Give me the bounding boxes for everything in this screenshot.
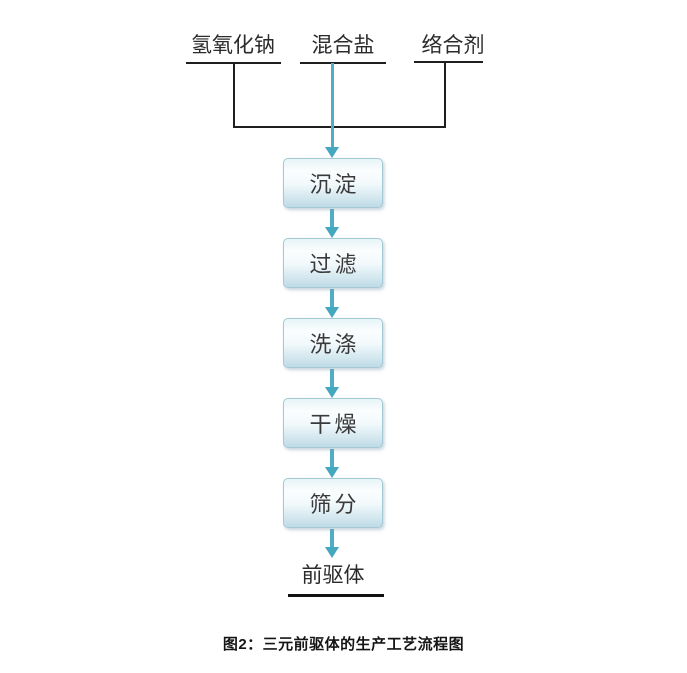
input-underline-right [414,61,483,63]
connector-line-horizontal [233,126,446,128]
flow-arrow-stem [330,289,334,308]
connector-line-left-vertical [233,62,235,128]
flow-arrow-stem [330,209,334,228]
input-label-complexing-agent: 络合剂 [421,34,485,57]
output-label-precursor: 前驱体 [301,564,365,587]
flow-arrow-head-icon [325,467,339,478]
step-box-filtration: 过滤 [283,238,383,288]
flow-arrow-head-icon [325,387,339,398]
figure-caption: 图2：三元前驱体的生产工艺流程图 [222,636,465,653]
flow-arrow-stem [330,529,334,548]
input-label-mixed-salt: 混合盐 [311,34,375,57]
step-box-washing: 洗涤 [283,318,383,368]
flow-arrow-stem [330,449,334,468]
input-label-sodium-hydroxide: 氢氧化钠 [191,34,275,57]
flow-arrow-stem [330,369,334,388]
flow-arrow-head-icon [325,547,339,558]
flow-arrow-head-icon [325,227,339,238]
input-underline-center [300,62,386,64]
flow-arrow-head-icon [325,307,339,318]
connector-line-right-vertical [444,61,446,128]
main-flow-arrow-head-icon [325,147,339,158]
output-underline [288,594,384,597]
main-flow-arrow-stem [331,63,334,147]
step-box-precipitation: 沉淀 [283,158,383,208]
step-box-drying: 干燥 [283,398,383,448]
step-box-sieving: 筛分 [283,478,383,528]
